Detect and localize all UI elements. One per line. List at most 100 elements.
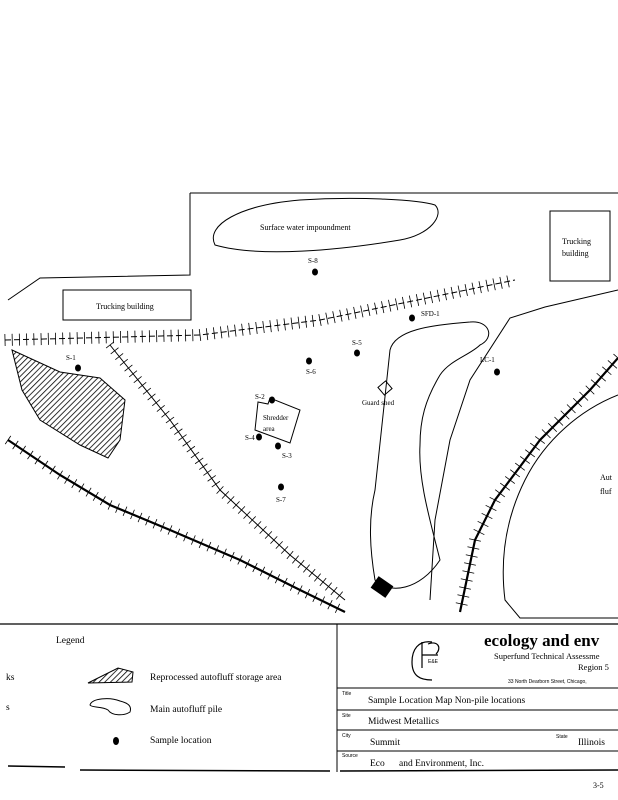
rail-tie xyxy=(547,422,558,433)
rail-tie xyxy=(229,551,235,562)
rail-tie xyxy=(303,564,310,573)
rail-tie xyxy=(408,295,413,308)
rail-tie xyxy=(207,475,216,482)
rail-tie xyxy=(110,347,119,355)
rail-tie xyxy=(130,509,135,520)
shredder-label-1: Shredder xyxy=(263,414,289,422)
rail-tie xyxy=(71,479,78,489)
rail-tie xyxy=(374,302,378,315)
rail-tie xyxy=(415,294,420,306)
rail-tie xyxy=(477,520,489,528)
rail-tie xyxy=(138,381,147,389)
guard-shed xyxy=(377,380,393,396)
rail-tie xyxy=(241,323,244,336)
outline-pile-icon xyxy=(89,698,131,716)
rail-tie xyxy=(529,442,541,451)
rail-tie xyxy=(190,535,196,545)
rail-tie xyxy=(259,566,266,576)
rail-tie xyxy=(227,325,230,338)
railroad-right xyxy=(455,353,618,613)
state-name: Illinois xyxy=(578,738,605,748)
rail-tie xyxy=(286,550,294,560)
rail-tie xyxy=(142,387,152,395)
rail-tie xyxy=(198,538,204,549)
rail-tie xyxy=(178,434,187,441)
rail-tie xyxy=(541,429,551,439)
rail-tie xyxy=(78,483,85,493)
sample-label: LC-1 xyxy=(480,356,495,364)
rail-tie xyxy=(332,311,336,324)
rail-tie xyxy=(152,518,158,529)
rail-tie xyxy=(607,360,618,369)
rail-tie xyxy=(443,288,447,301)
rail-tie xyxy=(485,504,497,512)
legend-title: Legend xyxy=(56,636,85,646)
rail-tie xyxy=(554,416,564,426)
rail-tie xyxy=(161,410,170,418)
rail-tie xyxy=(280,546,289,554)
rail-tie xyxy=(381,301,385,314)
rail-tie xyxy=(422,292,427,305)
rail-tie xyxy=(566,404,576,414)
rail-tie xyxy=(99,496,106,506)
rail-tie xyxy=(194,457,204,465)
rail-tie xyxy=(27,450,34,460)
rail-tie xyxy=(64,474,71,484)
rail-tie xyxy=(255,321,258,334)
trucking-left-label: Trucking building xyxy=(96,302,154,311)
rail-tie xyxy=(519,456,531,464)
shredder-label-2: area xyxy=(263,425,276,433)
rail-tie xyxy=(212,327,216,340)
rail-tie xyxy=(494,489,506,498)
rail-tie xyxy=(514,462,526,471)
rail-tie xyxy=(167,525,173,535)
city-name: Summit xyxy=(370,738,400,748)
rail-tie xyxy=(105,341,115,349)
rail-tie xyxy=(186,445,196,453)
rail-tie xyxy=(49,465,56,475)
rail-tie xyxy=(174,428,183,435)
rail-tie xyxy=(160,522,165,532)
rail-tie xyxy=(401,296,406,309)
sample-location-dot xyxy=(354,349,360,357)
rail-tie xyxy=(613,353,618,359)
rail-tie xyxy=(325,582,332,591)
rail-tie xyxy=(395,298,399,311)
sample-label: S-5 xyxy=(352,339,362,347)
rail-line xyxy=(7,439,346,613)
rail-tie xyxy=(462,570,475,574)
rail-tie xyxy=(353,306,357,319)
logo-text: E&E xyxy=(428,659,439,665)
rail-tie xyxy=(259,526,267,534)
sample-label: S-7 xyxy=(276,496,286,504)
rail-tie xyxy=(478,281,482,294)
rail-tie xyxy=(560,410,570,420)
company-name: ecology and env xyxy=(484,631,600,650)
rail-tie xyxy=(312,592,318,603)
trucking-building-right xyxy=(549,210,611,282)
rail-tie xyxy=(198,328,202,342)
property-boundary xyxy=(7,192,618,301)
rail-tie xyxy=(156,405,165,412)
legend-fragment: s xyxy=(6,703,10,713)
rail-tie xyxy=(147,393,156,401)
rail-tie xyxy=(85,487,92,497)
rail-tie xyxy=(115,353,124,360)
state-field-label: State xyxy=(556,734,568,740)
rail-tie xyxy=(367,304,371,316)
rail-tie xyxy=(467,546,480,550)
rail-tie xyxy=(175,528,181,539)
rail-tie xyxy=(203,469,212,476)
title-field-label: Title xyxy=(342,691,351,697)
sample-label: S-6 xyxy=(306,368,316,376)
autofluff-area-right xyxy=(502,394,618,619)
sample-label: SFD-1 xyxy=(421,310,440,318)
ee-logo: E&E xyxy=(411,641,440,681)
rail-tie xyxy=(429,291,434,304)
rail-tie xyxy=(297,316,300,329)
rail-tie xyxy=(133,376,142,384)
main-autofluff-pile xyxy=(370,321,490,589)
rail-tie xyxy=(237,555,243,565)
rail-tie xyxy=(534,436,546,444)
